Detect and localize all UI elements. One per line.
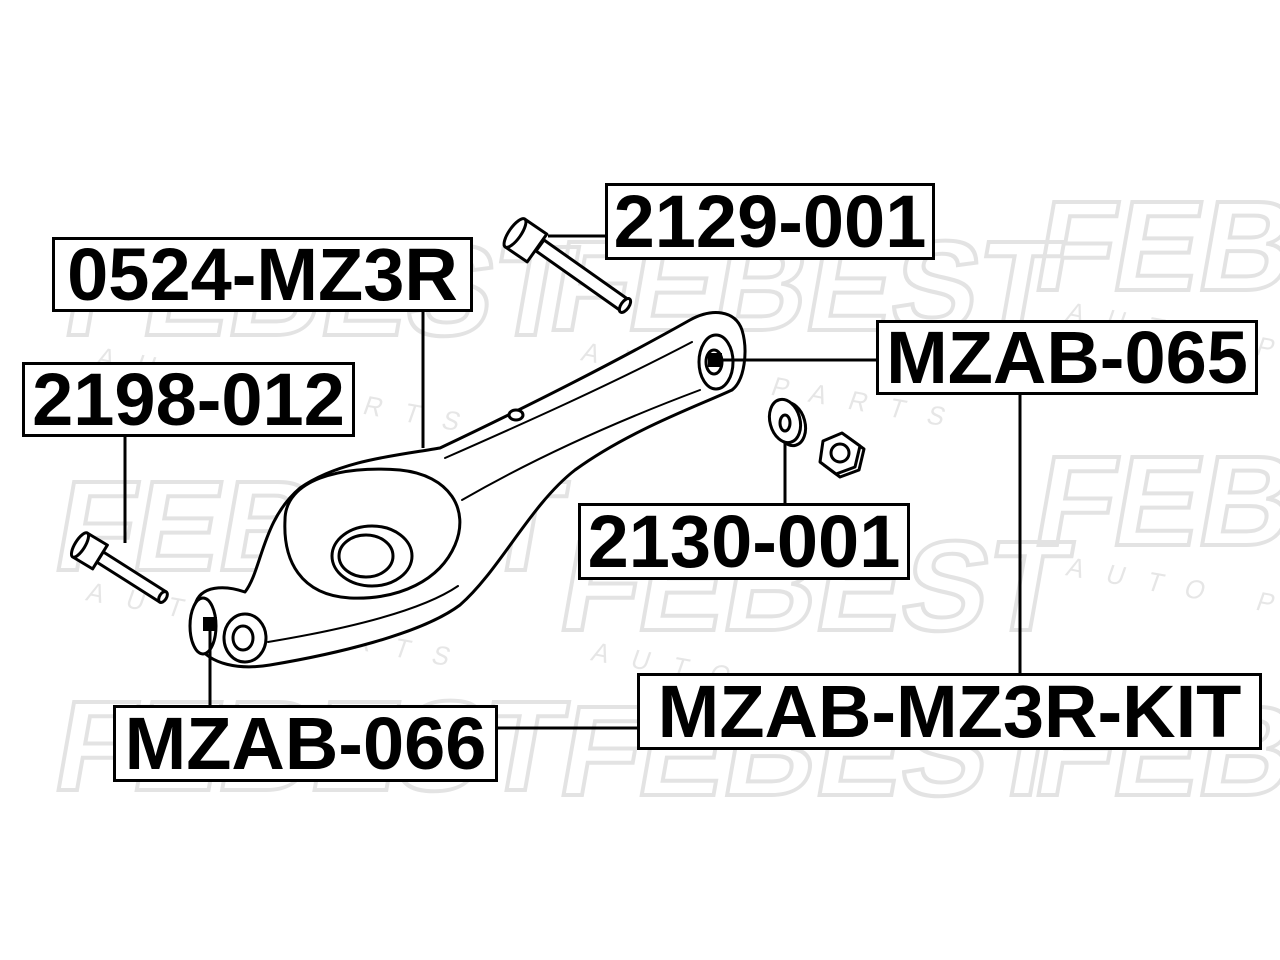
control-arm: [188, 311, 747, 669]
label-bushing-left: MZAB-066: [113, 705, 498, 782]
bolt-left-head-face: [69, 531, 91, 559]
washer-hole: [778, 413, 792, 433]
label-control-arm: 0524-MZ3R: [52, 237, 473, 312]
label-bushing-right: MZAB-065: [876, 320, 1258, 395]
bolt-left-tip: [157, 590, 169, 604]
bolt-top-head-face: [502, 217, 528, 249]
watermark-brand: FEBEST: [1025, 430, 1280, 573]
label-bushing-kit: MZAB-MZ3R-KIT: [637, 673, 1262, 750]
bolt-left: [69, 531, 169, 604]
center-bushing-sleeve: [337, 533, 395, 579]
arm-lower-flange-line: [267, 585, 459, 643]
bolt-top: [502, 217, 633, 314]
label-bolt-top: 2129-001: [605, 183, 935, 260]
arm-small-hole: [507, 408, 525, 422]
label-washer-nut: 2130-001: [578, 503, 910, 580]
bolt-top-tip: [617, 297, 633, 314]
washer: [767, 397, 808, 448]
nut-hole: [829, 442, 851, 464]
watermark-brand: FEBEST: [1025, 175, 1280, 318]
leader-lines: [123, 234, 1022, 730]
arm-center-ridge-line: [461, 389, 701, 501]
marker-bushing-left: [203, 617, 217, 631]
arm-top-flange-line: [444, 341, 693, 459]
marker-bushing-right: [708, 353, 722, 367]
nut: [818, 431, 866, 479]
left-eye-hole: [231, 624, 255, 652]
label-bolt-left: 2198-012: [22, 362, 355, 437]
